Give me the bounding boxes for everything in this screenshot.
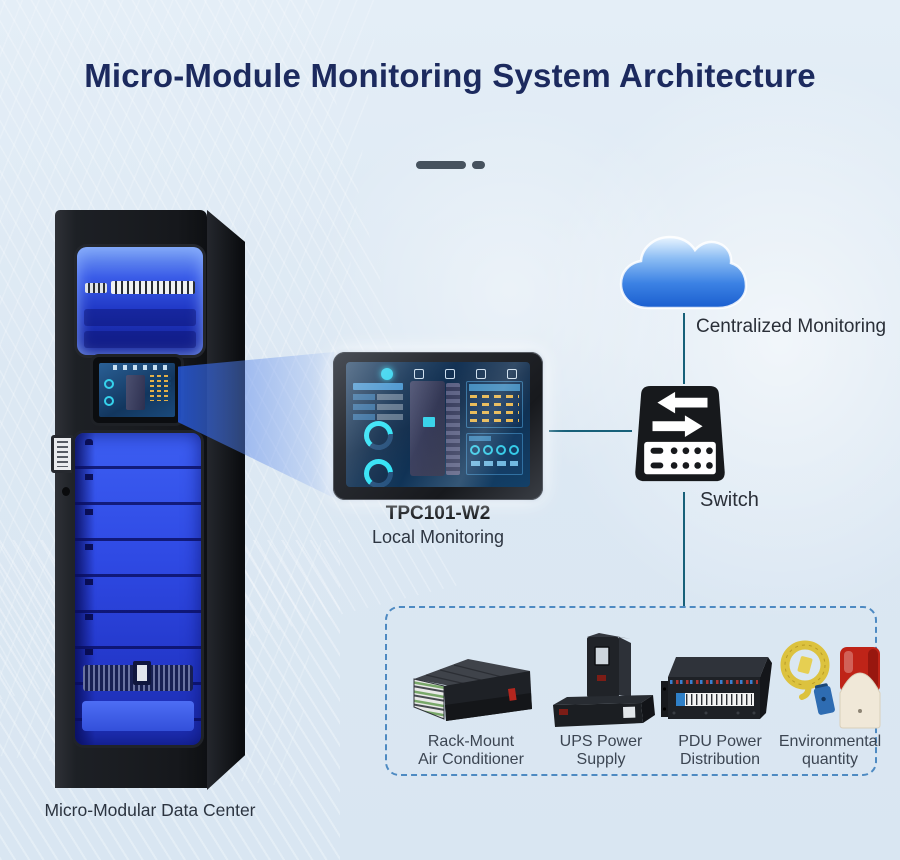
connector-monitor-to-switch xyxy=(549,430,632,432)
connector-switch-to-devices xyxy=(683,492,685,607)
breaker-strip xyxy=(111,281,195,294)
dash-short xyxy=(471,161,485,169)
mini-icon-row xyxy=(112,365,171,370)
device-air-conditioner: Rack-Mount Air Conditioner xyxy=(395,608,547,769)
rack-embedded-screen-ui xyxy=(99,363,175,417)
rack-embedded-screen xyxy=(93,357,181,423)
micro-module-rack-image: Micro-Modular Data Center xyxy=(44,205,256,820)
chart-icon xyxy=(413,369,424,379)
monitor-model-label: TPC101-W2 xyxy=(385,503,491,524)
device-group-box: Rack-Mount Air Conditioner UPS Power Sup… xyxy=(385,606,881,776)
monitor-dashboard xyxy=(346,362,530,487)
cloud-label: Centralized Monitoring xyxy=(696,316,887,337)
device-environmental: Environmental quantity xyxy=(779,608,881,769)
rack-glass-door xyxy=(75,433,201,745)
door-base-panel xyxy=(82,701,194,731)
switch-icon xyxy=(635,385,725,482)
log-icon xyxy=(476,369,487,379)
cable-hooks xyxy=(85,439,93,665)
title-underline-decoration xyxy=(0,161,900,169)
rack-keypad xyxy=(51,435,74,473)
rack-side-panel xyxy=(207,210,245,790)
dash-long xyxy=(415,161,466,169)
monitor-role-label: Local Monitoring xyxy=(371,527,505,547)
mini-server-graphic xyxy=(126,374,145,410)
vent-lock xyxy=(132,661,151,685)
rack-label: Micro-Modular Data Center xyxy=(44,800,256,820)
breaker-strip-small xyxy=(85,283,107,293)
page-title: Micro-Module Monitoring System Architect… xyxy=(84,57,816,94)
device-label: Environmental quantity xyxy=(778,733,882,768)
background-soft-glow-right xyxy=(500,20,900,660)
device-label: Rack-Mount Air Conditioner xyxy=(418,733,524,768)
door-lock-knob xyxy=(62,487,70,496)
cloud-icon xyxy=(619,235,748,310)
ups-image xyxy=(553,633,655,727)
device-label: UPS Power Supply xyxy=(559,733,643,768)
mini-gauge xyxy=(104,379,115,390)
alarm-icon xyxy=(445,369,456,379)
rack-top-window xyxy=(77,247,203,355)
gauge-temperature xyxy=(363,420,393,450)
dashboard-info-table xyxy=(353,383,404,424)
screen-glare xyxy=(346,362,530,487)
environmental-sensors-image xyxy=(780,640,881,729)
device-pdu: PDU Power Distribution xyxy=(655,608,785,769)
device-label: PDU Power Distribution xyxy=(678,733,762,768)
home-icon xyxy=(380,368,393,380)
rack-shelf xyxy=(84,331,196,348)
air-conditioner-image xyxy=(413,659,532,721)
dashboard-server-graphic xyxy=(410,380,461,476)
mini-data-grid xyxy=(149,374,172,401)
dashboard-gauges xyxy=(353,420,403,487)
mini-gauge xyxy=(104,396,115,407)
gauge-humidity xyxy=(363,458,393,487)
device-ups: UPS Power Supply xyxy=(547,608,655,769)
monitor-tablet-image xyxy=(333,352,543,500)
rack-shelf xyxy=(84,309,196,326)
pdu-image xyxy=(661,657,772,719)
rack-keypad-grill xyxy=(57,441,68,467)
cable-loops xyxy=(75,433,201,745)
switch-label: Switch xyxy=(700,489,759,511)
connector-cloud-to-switch xyxy=(683,313,685,384)
